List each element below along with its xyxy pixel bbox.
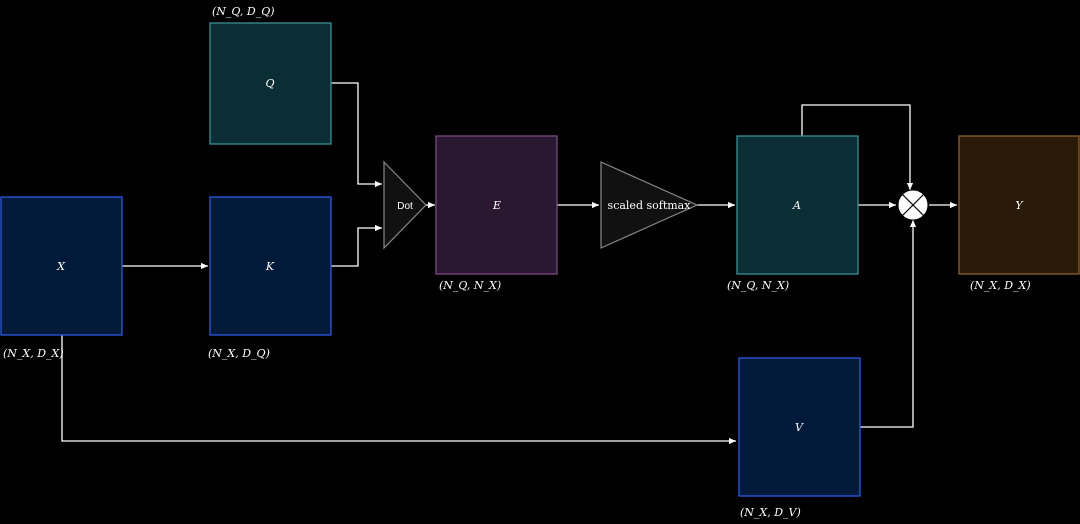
node-v: V (N_X, D_V) <box>738 357 861 519</box>
softmax-triangle <box>600 161 699 249</box>
node-v-dims: (N_X, D_V) <box>740 506 801 519</box>
node-y-label: Y <box>1015 199 1024 212</box>
node-q: Q (N_Q, D_Q) <box>209 5 332 145</box>
node-x-dims: (N_X, D_X) <box>3 347 64 360</box>
wire-q-to-dot <box>331 82 382 188</box>
node-k-label: K <box>265 260 275 273</box>
wire-x-to-v <box>61 335 736 445</box>
node-a-box <box>736 135 859 275</box>
wire-k-to-dot <box>331 224 382 267</box>
connections <box>61 82 957 445</box>
node-k: K (N_X, D_Q) <box>208 196 332 360</box>
multiply-operator <box>897 189 929 221</box>
node-e-box <box>435 135 558 275</box>
dot-label: Dot <box>397 201 413 212</box>
node-q-dims: (N_Q, D_Q) <box>212 5 275 18</box>
node-y: Y (N_X, D_X) <box>958 135 1080 292</box>
softmax-operator: scaled softmax <box>600 161 699 249</box>
node-q-box <box>209 22 332 145</box>
node-v-label: V <box>795 421 804 434</box>
node-k-dims: (N_X, D_Q) <box>208 347 270 360</box>
node-x: X (N_X, D_X) <box>0 196 123 360</box>
node-k-box <box>209 196 332 336</box>
node-y-dims: (N_X, D_X) <box>970 279 1031 292</box>
node-x-box <box>0 196 123 336</box>
softmax-label: scaled softmax <box>608 199 692 212</box>
node-a-label: A <box>792 199 801 212</box>
multiply-cross-2 <box>902 194 924 216</box>
node-a: A (N_Q, N_X) <box>727 135 859 292</box>
wire-a-top-to-multiply <box>801 104 914 190</box>
node-e-label: E <box>492 199 501 212</box>
node-q-label: Q <box>265 77 274 90</box>
dot-operator: Dot <box>383 160 427 250</box>
node-e-dims: (N_Q, N_X) <box>439 279 501 292</box>
dot-triangle <box>383 160 427 250</box>
node-e: E (N_Q, N_X) <box>435 135 558 292</box>
node-a-dims: (N_Q, N_X) <box>727 279 789 292</box>
wire-v-to-multiply <box>860 220 917 428</box>
node-v-box <box>738 357 861 497</box>
node-x-label: X <box>56 260 66 273</box>
node-y-box <box>958 135 1080 275</box>
